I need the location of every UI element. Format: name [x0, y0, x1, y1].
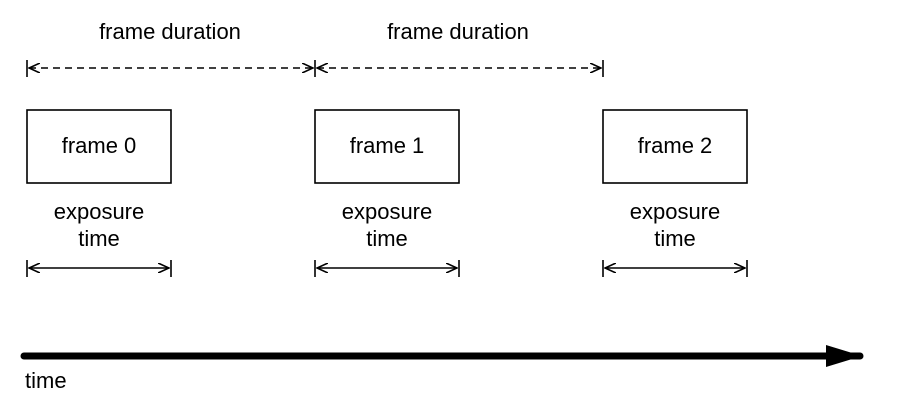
exposure-time-arrow: [314, 260, 460, 277]
frame-label: frame 1: [350, 133, 425, 158]
frame-0: frame 0 exposure time: [26, 109, 172, 277]
exposure-time-label: time: [654, 226, 696, 251]
exposure-time-arrow: [602, 260, 748, 277]
exposure-time-label: exposure: [342, 199, 433, 224]
frame-label: frame 0: [62, 133, 137, 158]
frame-box: [26, 109, 172, 184]
frame-1: frame 1 exposure time: [314, 109, 460, 277]
frame-label: frame 2: [638, 133, 713, 158]
exposure-time-label: exposure: [630, 199, 721, 224]
exposure-time-label: exposure: [54, 199, 145, 224]
frame-duration-arrow: [26, 60, 313, 77]
exposure-time-label: time: [366, 226, 408, 251]
frame-duration-label: frame duration: [99, 19, 241, 44]
time-axis-label: time: [25, 368, 67, 393]
frame-2: frame 2 exposure time: [602, 109, 748, 277]
frame-duration-arrow: [314, 60, 604, 77]
frame-box: [314, 109, 460, 184]
exposure-time-arrow: [26, 260, 172, 277]
frame-box: [602, 109, 748, 184]
frame-duration-label: frame duration: [387, 19, 529, 44]
exposure-time-label: time: [78, 226, 120, 251]
